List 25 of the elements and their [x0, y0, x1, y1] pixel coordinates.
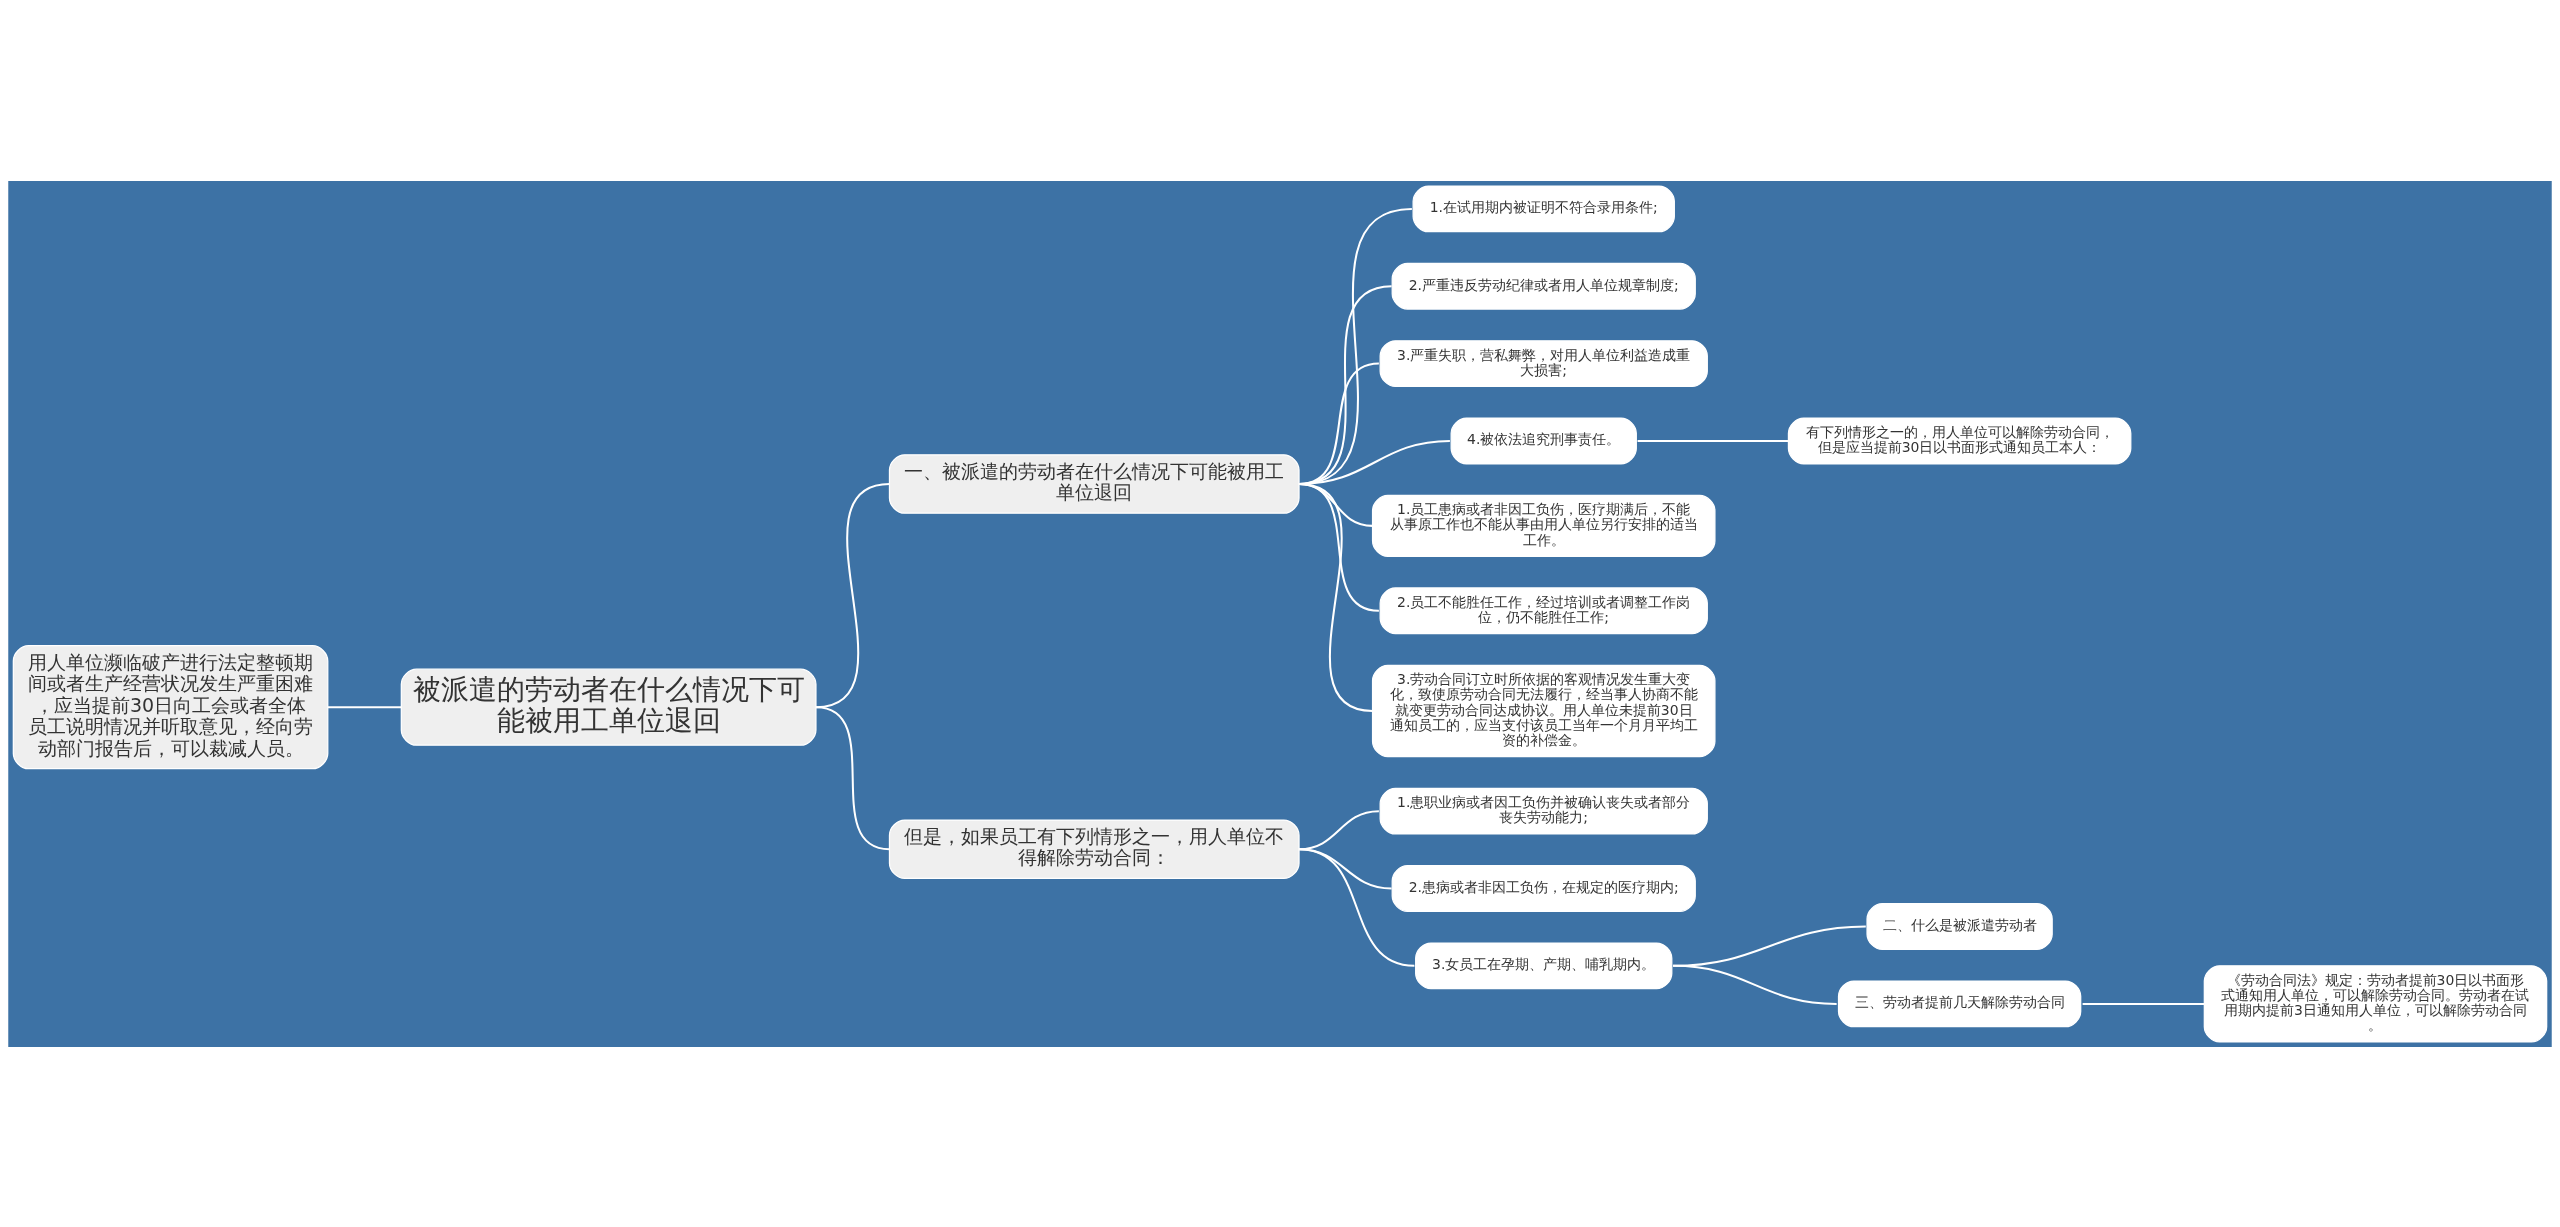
connector [1298, 482, 1373, 712]
node-box: 用人单位濒临破产进行法定整顿期间或者生产经营状况发生严重困难，应当提前30日向工会或者全体员工说明情况并听取意见，经向劳动部门报告后，可以裁减人员。 [12, 644, 329, 769]
node-box: 一、被派遣的劳动者在什么情况下可能被用工单位退回 [888, 453, 1300, 514]
connector [1637, 439, 1789, 442]
node-box: 3.劳动合同订立时所依据的客观情况发生重大变化，致使原劳动合同无法履行，经当事人协商不能就变更劳动合同达成协议。用人单位未提前30日通知员工的，应当支付该员工当年一个月月平均工资的补偿金。 [1371, 664, 1716, 757]
node-box: 三、劳动者提前几天解除劳动合同 [1837, 979, 2082, 1027]
connector [2082, 1002, 2205, 1005]
node-box: 1.员工患病或者非因工负伤，医疗期满后，不能从事原工作也不能从事由用人单位另行安排的适当工作。 [1371, 494, 1716, 557]
connector [1673, 964, 1837, 1005]
connector [327, 705, 402, 708]
node-box: 1.在试用期内被证明不符合录用条件; [1412, 184, 1675, 232]
node-box: 4.被依法追究刑事责任。 [1450, 416, 1637, 464]
node-box: 二、什么是被派遣劳动者 [1866, 902, 2053, 950]
node-box: 2.患病或者非因工负伤，在规定的医疗期内; [1391, 864, 1696, 912]
node-box: 2.员工不能胜任工作，经过培训或者调整工作岗位，仍不能胜任工作; [1379, 586, 1708, 634]
node-box: 1.患职业病或者因工负伤并被确认丧失或者部分丧失劳动能力; [1379, 787, 1708, 835]
connector [1298, 847, 1415, 967]
connector [815, 705, 890, 850]
node-box: 但是，如果员工有下列情形之一，用人单位不得解除劳动合同： [888, 818, 1300, 879]
node-box: 有下列情形之一的，用人单位可以解除劳动合同，但是应当提前30日以书面形式通知员工本人： [1787, 416, 2132, 464]
node-box: 《劳动合同法》规定：劳动者提前30日以书面形式通知用人单位，可以解除劳动合同。劳动者在试用期内提前3日通知用人单位，可以解除劳动合同。 [2203, 964, 2548, 1043]
node-box: 2.严重违反劳动纪律或者用人单位规章制度; [1391, 262, 1696, 310]
node-box: 3.女员工在孕期、产期、哺乳期内。 [1415, 941, 1673, 989]
node-box: 3.严重失职，营私舞弊，对用人单位利益造成重大损害; [1379, 339, 1708, 387]
node-box: 被派遣的劳动者在什么情况下可能被用工单位退回 [400, 668, 817, 746]
